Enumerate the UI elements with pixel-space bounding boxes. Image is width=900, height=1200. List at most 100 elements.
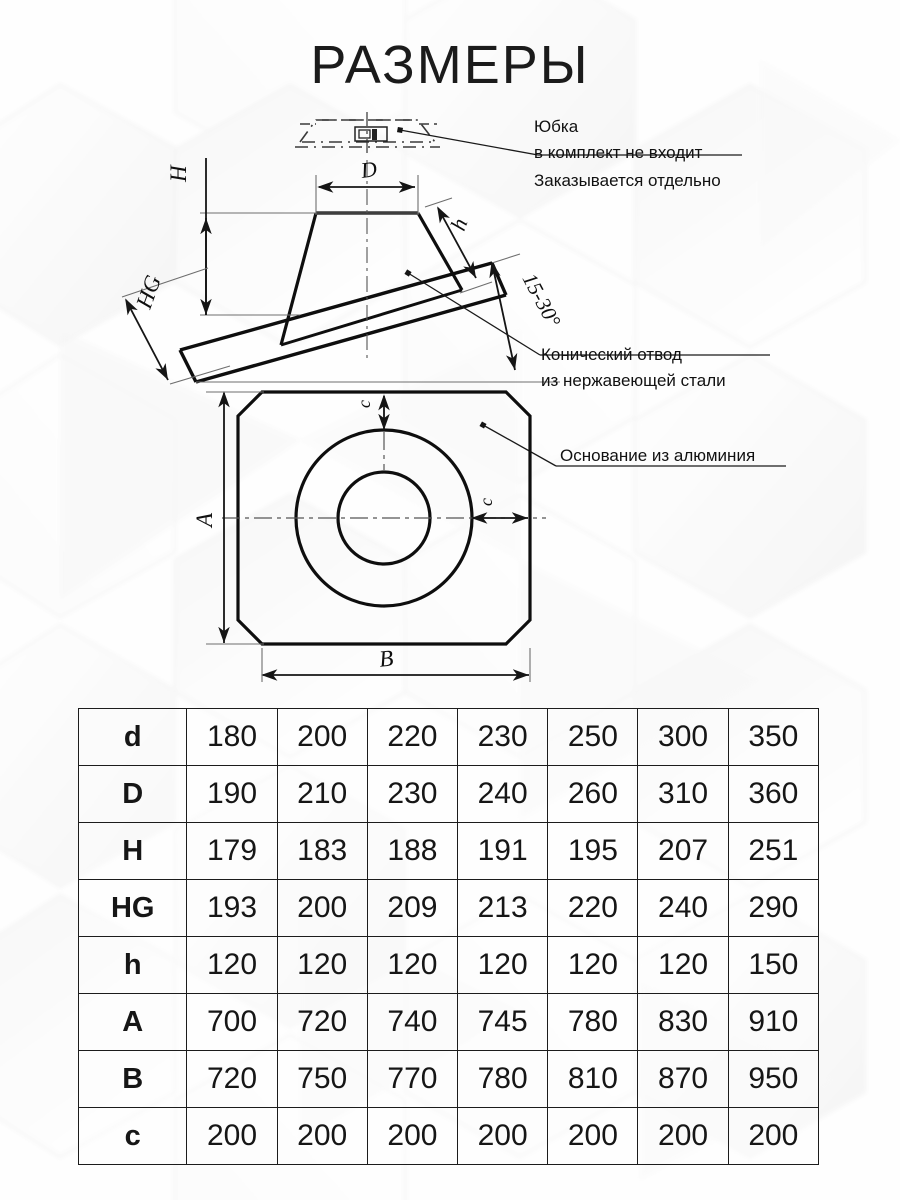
label-c-right: c	[476, 498, 496, 506]
dimension-A: A	[192, 391, 230, 643]
label-A: A	[192, 512, 217, 529]
table-cell: 190	[186, 765, 278, 823]
table-row-label: h	[77, 936, 188, 994]
table-cell: 360	[727, 765, 820, 823]
skirt-detail	[295, 112, 440, 155]
annotation-skirt-line3: Заказывается отдельно	[534, 171, 721, 190]
table-cell: 200	[276, 708, 368, 766]
table-cell: 200	[186, 1107, 278, 1165]
table-cell: 720	[276, 993, 368, 1051]
table-cell: 209	[366, 879, 459, 937]
table-cell: 220	[547, 879, 639, 937]
table-cell: 750	[276, 1050, 368, 1108]
table-cell: 120	[547, 936, 639, 994]
table-row-label: H	[77, 822, 188, 880]
table-cell: 200	[637, 1107, 729, 1165]
table-cell: 210	[276, 765, 368, 823]
technical-drawing: D H HG h 15-30°	[121, 112, 786, 682]
table-cell: 120	[637, 936, 729, 994]
table-cell: 830	[637, 993, 729, 1051]
cone-base-edge	[280, 288, 463, 347]
table-cell: 230	[457, 708, 549, 766]
label-B: B	[378, 645, 395, 671]
label-c-top: c	[354, 400, 374, 408]
table-cell: 213	[457, 879, 549, 937]
dimension-c-top: c	[354, 394, 390, 430]
table-cell: 200	[547, 1107, 639, 1165]
label-angle: 15-30°	[518, 269, 566, 331]
dimension-H: H	[166, 158, 212, 315]
table-cell: 720	[186, 1050, 278, 1108]
table-cell: 200	[727, 1107, 820, 1165]
table-cell: 700	[186, 993, 278, 1051]
table-cell: 310	[637, 765, 729, 823]
table-cell: 240	[637, 879, 729, 937]
table-cell: 150	[727, 936, 820, 994]
table-cell: 910	[727, 993, 820, 1051]
table-cell: 120	[186, 936, 278, 994]
table-cell: 200	[457, 1107, 549, 1165]
table-cell: 220	[366, 708, 459, 766]
dimension-D: D	[317, 156, 415, 193]
table-cell: 740	[366, 993, 459, 1051]
dimension-h: h	[437, 206, 477, 279]
table-cell: 350	[727, 708, 820, 766]
annotation-cone-line2: из нержавеющей стали	[541, 371, 726, 390]
table-row-label: c	[77, 1107, 188, 1165]
dimension-HG: HG	[121, 267, 231, 385]
table-cell: 183	[276, 822, 368, 880]
table-cell: 745	[457, 993, 549, 1051]
table-row-label: HG	[77, 879, 188, 937]
annotation-skirt-line1: Юбка	[534, 117, 579, 136]
annotation-skirt-line2: в комплект не входит	[534, 143, 703, 162]
table-row-label: A	[77, 993, 188, 1051]
label-H: H	[166, 164, 191, 183]
table-cell: 780	[457, 1050, 549, 1108]
table-cell: 195	[547, 822, 639, 880]
table-cell: 120	[366, 936, 459, 994]
table-cell: 250	[547, 708, 639, 766]
table-cell: 120	[457, 936, 549, 994]
table-cell: 290	[727, 879, 820, 937]
table-row-label: d	[77, 708, 188, 766]
table-cell: 870	[637, 1050, 729, 1108]
table-cell: 200	[366, 1107, 459, 1165]
label-HG: HG	[131, 272, 166, 313]
table-cell: 207	[637, 822, 729, 880]
table-cell: 230	[366, 765, 459, 823]
table-cell: 200	[276, 879, 368, 937]
page-title: РАЗМЕРЫ	[310, 35, 590, 95]
annotation-base-line1: Основание из алюминия	[560, 446, 756, 465]
label-D: D	[358, 156, 378, 183]
table-cell: 780	[547, 993, 639, 1051]
dimension-B: B	[261, 645, 529, 681]
label-h: h	[445, 215, 472, 234]
table-cell: 180	[186, 708, 278, 766]
plan-view: A B c c	[192, 390, 546, 682]
table-cell: 770	[366, 1050, 459, 1108]
construction-lines	[196, 160, 560, 383]
table-cell: 950	[727, 1050, 820, 1108]
table-cell: 240	[457, 765, 549, 823]
table-cell: 120	[276, 936, 368, 994]
table-row-label: B	[77, 1050, 188, 1108]
table-cell: 179	[186, 822, 278, 880]
annotation-cone-line1: Конический отвод	[541, 345, 682, 364]
table-cell: 810	[547, 1050, 639, 1108]
table-cell: 191	[457, 822, 549, 880]
table-cell: 188	[366, 822, 459, 880]
table-cell: 251	[727, 822, 820, 880]
table-cell: 193	[186, 879, 278, 937]
leader-lines	[396, 126, 786, 467]
table-row-label: D	[77, 765, 188, 823]
